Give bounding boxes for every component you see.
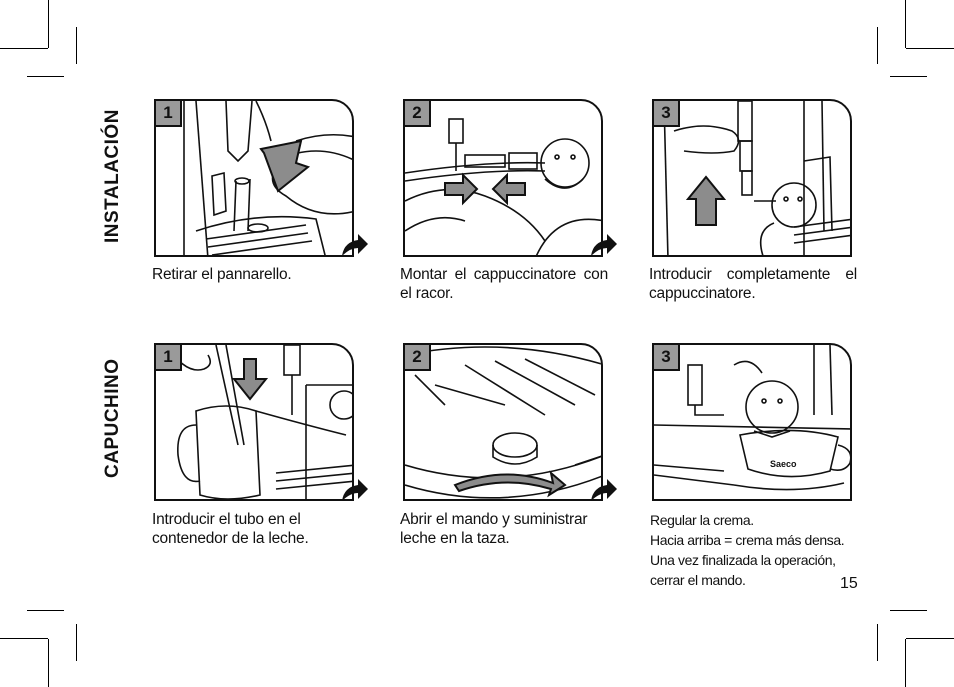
step-number-badge: 1 (156, 101, 182, 127)
caption-line: cerrar el mando. (650, 572, 746, 588)
step-number-badge: 1 (156, 345, 182, 371)
cappuccinatore-insert-drawing (663, 101, 850, 255)
step-number-badge: 2 (405, 101, 431, 127)
caption-line: Hacia arriba = crema más densa. (650, 532, 845, 548)
illustration-mount-cappuccinatore: 2 (403, 99, 603, 257)
step-caption: Abrir el mando y suministrar leche en la… (400, 511, 588, 547)
step-caption: Introducir el tubo en el contenedor de l… (152, 511, 309, 547)
next-arrow-icon (591, 479, 617, 501)
illustration-insert-cappuccinatore: 3 (652, 99, 852, 257)
pannarello-drawing (183, 101, 352, 255)
cup-foam-drawing: Saeco (654, 345, 850, 491)
step-caption: Montar el cappuccinatore con el racor. (400, 266, 608, 302)
next-arrow-icon (591, 234, 617, 256)
illustration-remove-pannarello: 1 (154, 99, 354, 257)
section-title-installation: INSTALACIÓN (102, 109, 123, 243)
step-number-badge: 3 (654, 345, 680, 371)
step-number-badge: 3 (654, 101, 680, 127)
illustration-open-knob: 2 (403, 343, 603, 501)
step-caption: Introducir completamente el cappuccinato… (649, 266, 857, 302)
cup-brand-logo: Saeco (770, 459, 797, 469)
caption-line: Regular la crema. (650, 512, 754, 528)
illustration-tube-into-milk: 1 (154, 343, 354, 501)
step-number-badge: 2 (405, 345, 431, 371)
cappuccinatore-mount-drawing (405, 118, 601, 255)
step-caption: Regular la crema. Hacia arriba = crema m… (650, 510, 860, 590)
next-arrow-icon (342, 234, 368, 256)
steam-knob-drawing (405, 346, 601, 499)
illustration-regulate-foam: Saeco 3 (652, 343, 852, 501)
caption-line: Una vez finalizada la operación, (650, 552, 836, 568)
page-number: 15 (840, 575, 858, 592)
step-caption: Retirar el pannarello. (152, 266, 292, 283)
milk-jug-drawing (165, 345, 352, 499)
section-title-cappuccino: CAPUCHINO (102, 358, 123, 478)
next-arrow-icon (342, 479, 368, 501)
